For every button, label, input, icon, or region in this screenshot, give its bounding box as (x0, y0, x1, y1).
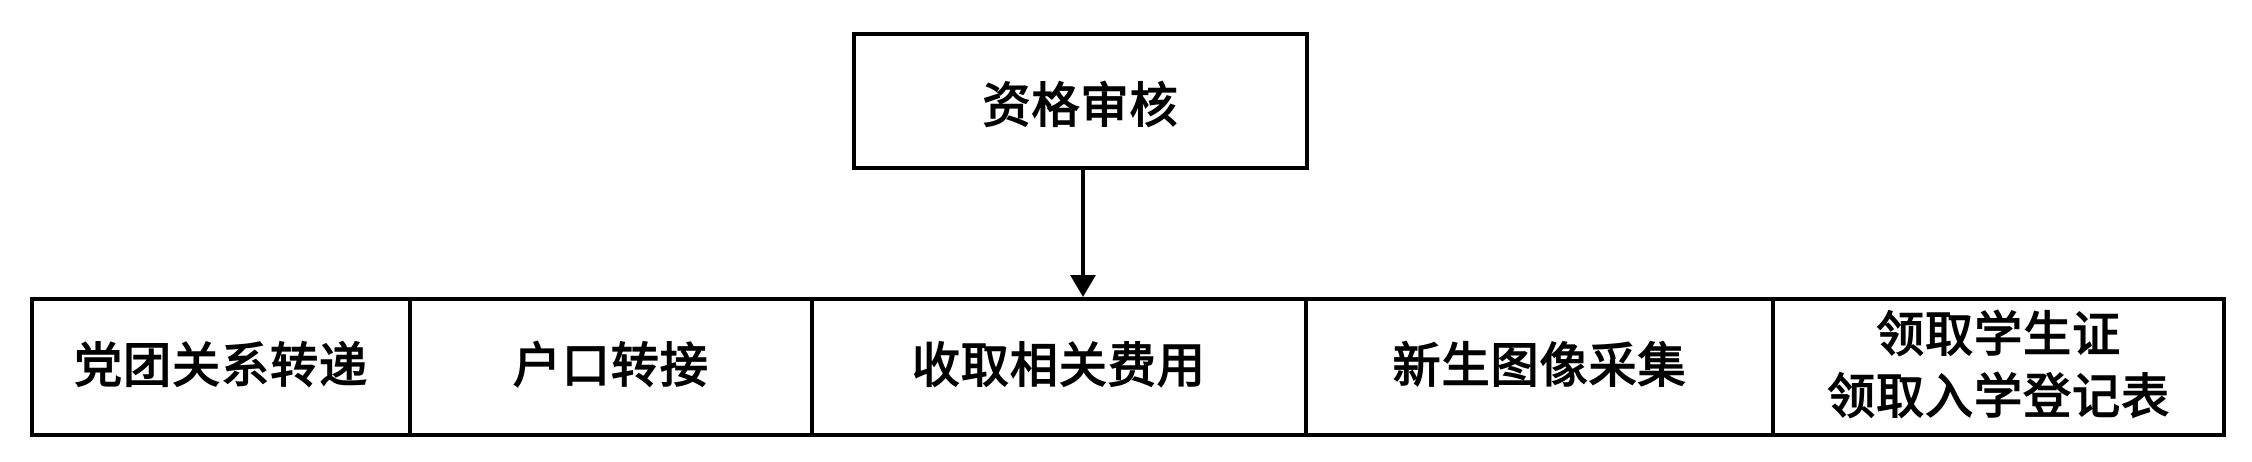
flowchart-cell-party-league-transfer: 党团关系转递 (34, 301, 408, 433)
flowchart-cell-receive-student-id-and-registration-form: 领取学生证 领取入学登记表 (1771, 301, 2222, 433)
cell-label-freshman-image-collection: 新生图像采集 (1392, 339, 1687, 393)
flowchart-cell-household-registration-transfer: 户口转接 (408, 301, 809, 433)
down-arrow-icon (1070, 275, 1096, 297)
cell-label-receive-student-id: 领取学生证 (1876, 308, 2122, 362)
flowchart-cell-collect-fees: 收取相关费用 (809, 301, 1304, 433)
cell-label-collect-fees: 收取相关费用 (911, 339, 1206, 393)
down-arrow-stem (1081, 169, 1085, 279)
flowchart-cell-freshman-image-collection: 新生图像采集 (1304, 301, 1771, 433)
flowchart-node-qualification-review: 资格审核 (852, 32, 1309, 170)
flowchart-process-row: 党团关系转递 户口转接 收取相关费用 新生图像采集 领取学生证 领取入学登记表 (30, 297, 2226, 437)
top-box-label: 资格审核 (982, 80, 1179, 133)
cell-label-party-league-transfer: 党团关系转递 (74, 339, 369, 393)
cell-label-receive-registration-form: 领取入学登记表 (1827, 371, 2171, 424)
cell-label-household-registration-transfer: 户口转接 (512, 339, 709, 393)
